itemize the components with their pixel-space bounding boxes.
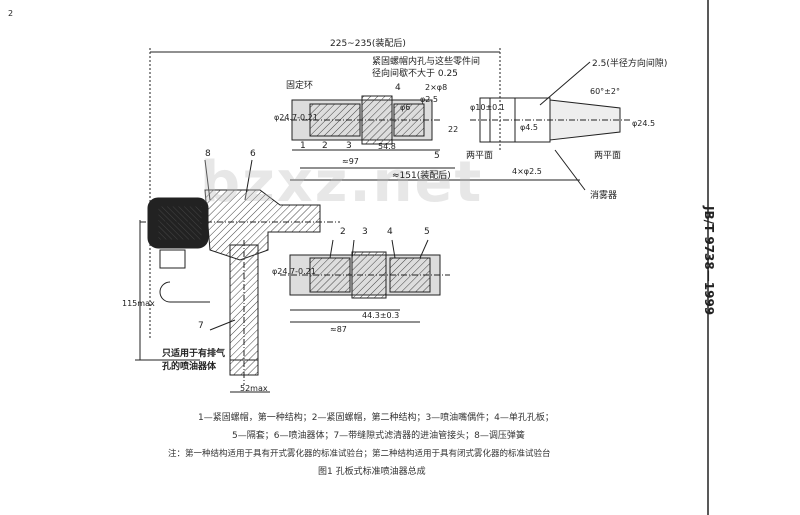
dim-6: φ6 xyxy=(400,103,411,112)
callout-6: 6 xyxy=(250,149,256,159)
callout-3b: 3 xyxy=(362,227,368,237)
dim-52: 52max xyxy=(240,384,268,393)
callout-3: 3 xyxy=(346,141,352,151)
dim-22: 22 xyxy=(448,125,459,134)
dim-97: ≈97 xyxy=(342,157,359,166)
watermark: bzxz.net xyxy=(200,150,484,215)
dim-87: ≈87 xyxy=(330,325,347,334)
callout-1: 1 xyxy=(300,141,306,151)
two-flats-label-2: 两平面 xyxy=(594,151,622,161)
two-flats-label-1: 两平面 xyxy=(466,151,494,161)
page-number: 2 xyxy=(8,9,14,18)
dim-443: 44.3±0.3 xyxy=(362,311,400,320)
dim-10: φ10±0.1 xyxy=(470,103,505,112)
lock-note-line-1: 紧固螺帽内孔与这些零件间 xyxy=(372,57,481,67)
dim-holes-4x25: 4×φ2.5 xyxy=(512,167,542,176)
dim-angle: 60°±2° xyxy=(590,87,620,96)
dim-245: φ24.5 xyxy=(632,119,656,128)
dim-radial-gap: 2.5(半径方向间隙) xyxy=(592,59,668,69)
dim-45: φ4.5 xyxy=(520,123,538,132)
callout-4: 4 xyxy=(395,83,401,93)
dim-holes-2x8: 2×φ8 xyxy=(425,83,448,92)
note-line: 注：第一种结构适用于具有开式雾化器的标准试验台；第二种结构适用于具有闭式雾化器的… xyxy=(168,449,551,459)
callout-2: 2 xyxy=(322,141,328,151)
dim-assembly-length: 225~235(装配后) xyxy=(330,39,406,49)
fixing-ring-label: 固定环 xyxy=(286,81,314,91)
atomizer-label: 消雾器 xyxy=(590,191,618,201)
legend-line-2: 5—隔套；6—喷油器体；7—带缝隙式滤清器的进油管接头；8—调压弹簧 xyxy=(232,431,525,441)
callout-4b: 4 xyxy=(387,227,393,237)
callout-5b: 5 xyxy=(424,227,430,237)
figure-caption: 图1 孔板式标准喷油器总成 xyxy=(318,467,426,477)
dim-548: 54.8 xyxy=(378,142,396,151)
dim-assembly-length-2: ≈151(装配后) xyxy=(392,171,451,181)
body-note-line-2: 孔的喷油器体 xyxy=(162,362,217,372)
dim-247-lower: φ24.7-0.21 xyxy=(272,267,316,276)
callout-7: 7 xyxy=(198,321,204,331)
callout-5: 5 xyxy=(434,151,440,161)
dim-25: φ2.5 xyxy=(420,95,438,104)
lock-note-line-2: 径向间歇不大于 0.25 xyxy=(372,69,458,79)
dim-247-upper: φ24.7-0.21 xyxy=(274,113,318,122)
callout-2b: 2 xyxy=(340,227,346,237)
callout-8: 8 xyxy=(205,149,211,159)
body-note-line-1: 只适用于有排气 xyxy=(162,349,226,359)
legend-line-1: 1—紧固螺帽，第一种结构；2—紧固螺帽，第二种结构；3—喷油嘴偶件；4—单孔孔板… xyxy=(198,413,554,423)
dim-115: 115max xyxy=(122,299,155,308)
